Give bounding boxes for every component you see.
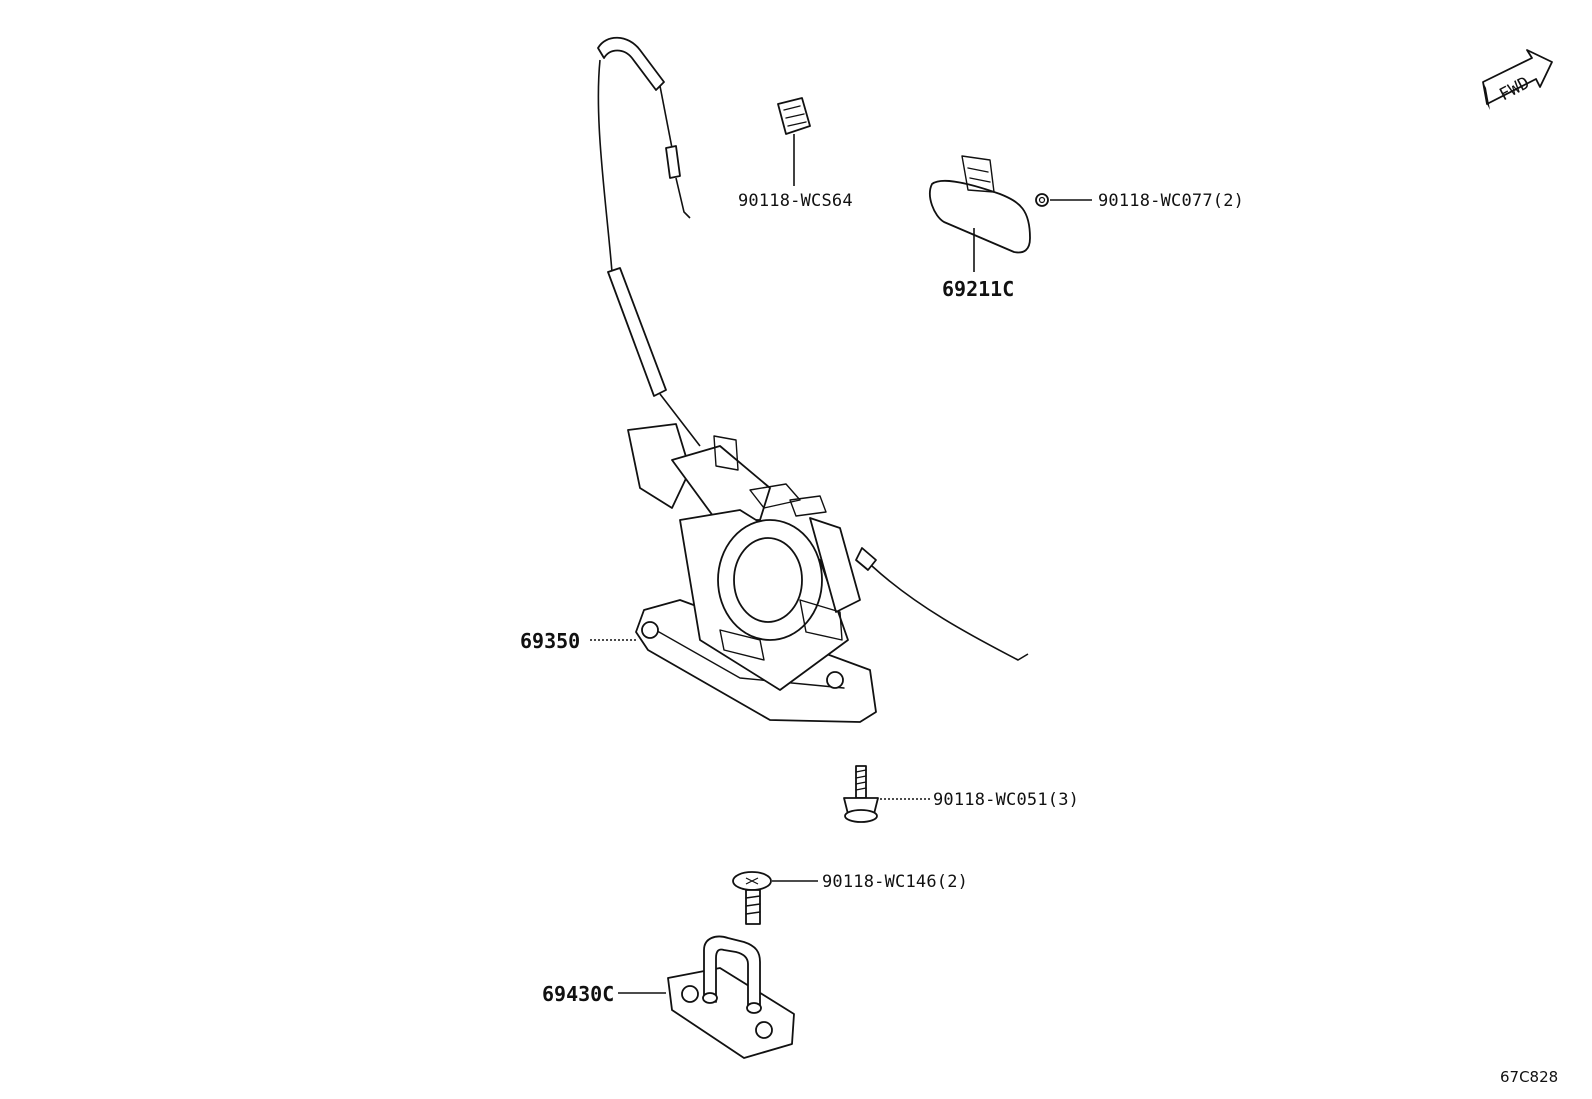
callout-69350: 69350: [520, 629, 580, 653]
outer-handle-part: [929, 155, 1031, 272]
callout-90118-WC051: 90118-WC051(3): [933, 790, 1079, 810]
fwd-arrow-icon: FWD: [1482, 49, 1553, 110]
bolt-part: [843, 765, 930, 823]
cable-clip-part: [777, 97, 811, 186]
diagram-reference-code: 67C828: [1500, 1068, 1558, 1086]
callout-69211C: 69211C: [942, 277, 1014, 301]
screw-part: [732, 871, 818, 925]
door-lock-assembly-part: [627, 423, 1029, 723]
callout-90118-WC077: 90118-WC077(2): [1098, 191, 1244, 211]
callout-90118-WC146: 90118-WC146(2): [822, 872, 968, 892]
lock-cable: [597, 36, 701, 447]
door-striker-part: [618, 935, 795, 1059]
nut-part: [1035, 193, 1092, 207]
callout-69430C: 69430C: [542, 982, 614, 1006]
callout-90118-WCS64: 90118-WCS64: [738, 191, 853, 211]
